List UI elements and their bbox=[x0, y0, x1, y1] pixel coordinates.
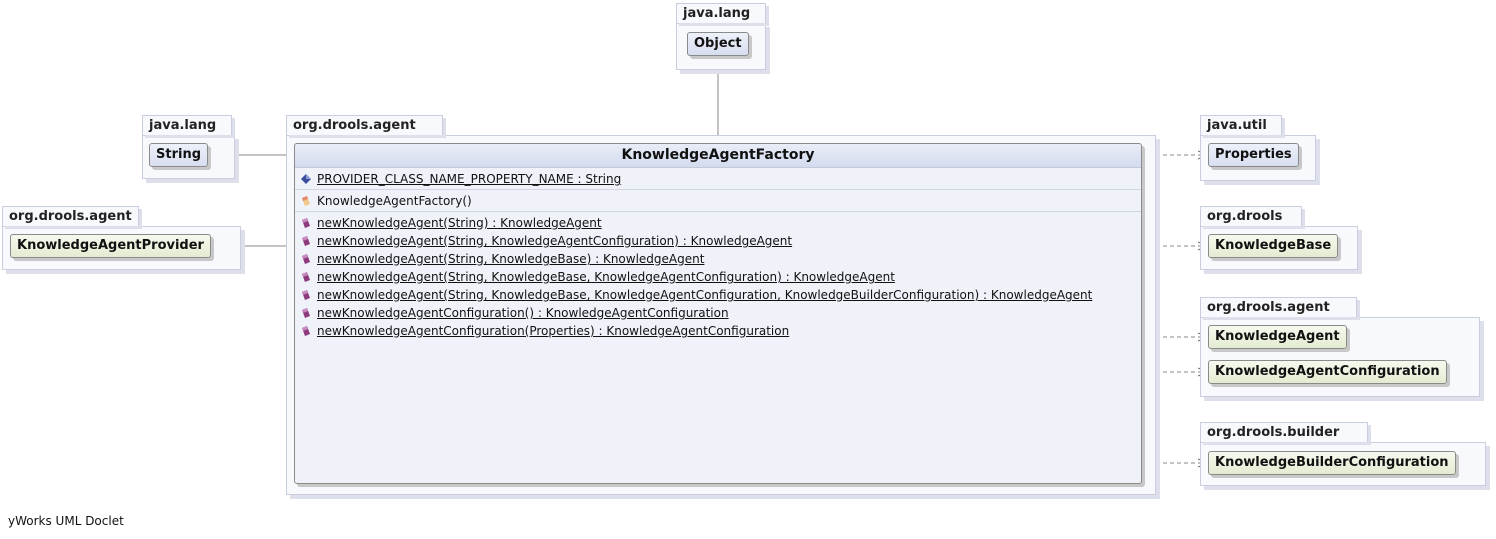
package-label: java.lang bbox=[676, 3, 766, 23]
package-label: java.lang bbox=[142, 115, 232, 135]
static-method-icon bbox=[302, 272, 310, 282]
static-method-icon bbox=[302, 254, 310, 264]
static-method-icon bbox=[302, 236, 310, 246]
constructor-label: KnowledgeAgentFactory() bbox=[317, 194, 472, 208]
static-method-icon bbox=[302, 218, 310, 228]
static-method-icon bbox=[302, 290, 310, 300]
method-item[interactable]: newKnowledgeAgentConfiguration() : Knowl… bbox=[299, 304, 1141, 322]
method-label: newKnowledgeAgent(String, KnowledgeAgent… bbox=[317, 234, 793, 248]
package-label: org.drools bbox=[1200, 206, 1302, 226]
package-label: java.util bbox=[1200, 115, 1282, 135]
class-object[interactable]: Object bbox=[687, 32, 749, 56]
static-method-icon bbox=[302, 308, 310, 318]
field-item[interactable]: PROVIDER_CLASS_NAME_PROPERTY_NAME : Stri… bbox=[299, 170, 1141, 188]
class-properties[interactable]: Properties bbox=[1208, 143, 1299, 167]
class-knowledge-agent-provider[interactable]: KnowledgeAgentProvider bbox=[10, 234, 211, 258]
class-name: KnowledgeAgentFactory bbox=[295, 144, 1141, 168]
package-label: org.drools.agent bbox=[1200, 297, 1357, 317]
package-label: org.drools.builder bbox=[1200, 422, 1368, 442]
method-label: newKnowledgeAgentConfiguration(Propertie… bbox=[317, 324, 790, 338]
constructor-item[interactable]: KnowledgeAgentFactory() bbox=[299, 192, 1141, 210]
constructor-icon bbox=[302, 196, 310, 206]
method-item[interactable]: newKnowledgeAgent(String, KnowledgeAgent… bbox=[299, 232, 1141, 250]
static-field-icon bbox=[301, 174, 311, 184]
footer-credit: yWorks UML Doclet bbox=[8, 514, 124, 528]
method-label: newKnowledgeAgent(String, KnowledgeBase,… bbox=[317, 270, 895, 284]
method-item[interactable]: newKnowledgeAgent(String, KnowledgeBase,… bbox=[299, 268, 1141, 286]
method-label: newKnowledgeAgent(String, KnowledgeBase)… bbox=[317, 252, 705, 266]
method-item[interactable]: newKnowledgeAgentConfiguration(Propertie… bbox=[299, 322, 1141, 340]
package-label: org.drools.agent bbox=[2, 206, 139, 226]
method-item[interactable]: newKnowledgeAgent(String, KnowledgeBase,… bbox=[299, 286, 1141, 304]
package-java-lang-left: java.lang bbox=[142, 115, 235, 179]
field-label: PROVIDER_CLASS_NAME_PROPERTY_NAME : Stri… bbox=[317, 172, 622, 186]
method-label: newKnowledgeAgent(String, KnowledgeBase,… bbox=[317, 288, 1093, 302]
package-java-lang-top: java.lang bbox=[676, 3, 766, 70]
method-label: newKnowledgeAgent(String) : KnowledgeAge… bbox=[317, 216, 602, 230]
static-method-icon bbox=[302, 326, 310, 336]
package-label: org.drools.agent bbox=[286, 115, 443, 135]
class-knowledge-agent-configuration[interactable]: KnowledgeAgentConfiguration bbox=[1208, 360, 1447, 384]
method-label: newKnowledgeAgentConfiguration() : Knowl… bbox=[317, 306, 729, 320]
class-knowledge-base[interactable]: KnowledgeBase bbox=[1208, 234, 1339, 258]
class-string[interactable]: String bbox=[149, 143, 209, 167]
constructors-section: KnowledgeAgentFactory() bbox=[295, 190, 1141, 212]
class-knowledge-builder-configuration[interactable]: KnowledgeBuilderConfiguration bbox=[1208, 451, 1456, 475]
methods-section: newKnowledgeAgent(String) : KnowledgeAge… bbox=[295, 212, 1141, 341]
method-item[interactable]: newKnowledgeAgent(String) : KnowledgeAge… bbox=[299, 214, 1141, 232]
method-item[interactable]: newKnowledgeAgent(String, KnowledgeBase)… bbox=[299, 250, 1141, 268]
class-knowledge-agent-factory[interactable]: KnowledgeAgentFactory PROVIDER_CLASS_NAM… bbox=[294, 143, 1142, 484]
class-knowledge-agent[interactable]: KnowledgeAgent bbox=[1208, 325, 1347, 349]
fields-section: PROVIDER_CLASS_NAME_PROPERTY_NAME : Stri… bbox=[295, 168, 1141, 190]
